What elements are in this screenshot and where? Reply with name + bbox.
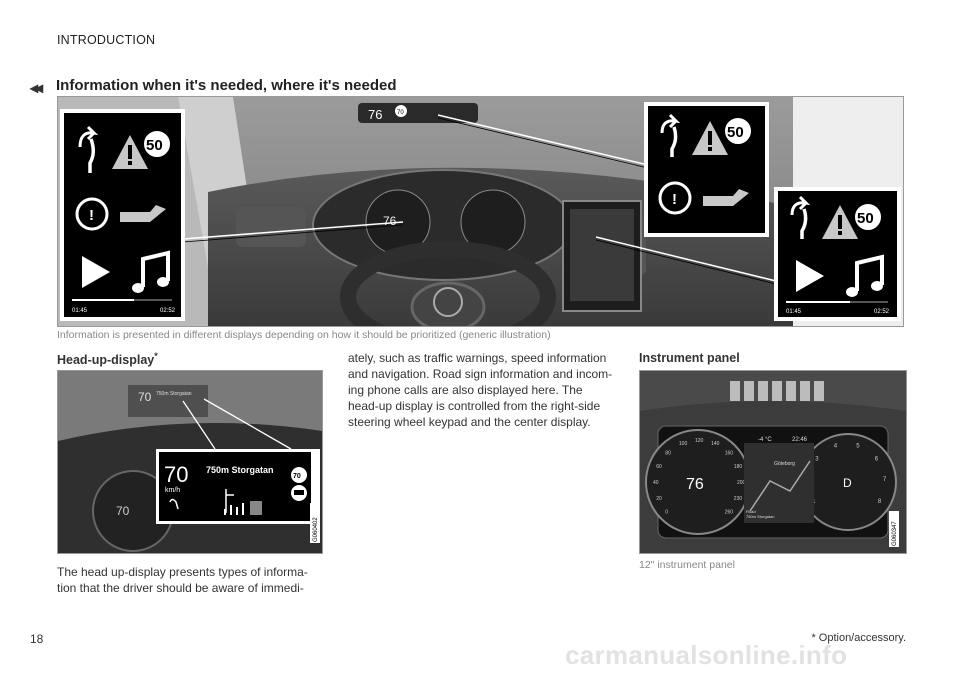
hud-body-text: The head up-display presents types of in… [57, 565, 308, 595]
hud-small-speed: 70 [138, 390, 152, 404]
instrument-image-id: G060347 [892, 521, 898, 546]
brand-logo-icon [433, 287, 463, 317]
instrument-caption: 12" instrument panel [639, 559, 735, 571]
hud-speed-value: 70 [164, 462, 188, 487]
mid-brake-warning-icon [658, 181, 692, 215]
hero-hud-limit: 70 [397, 110, 404, 116]
hero-hud-speed: 76 [368, 107, 382, 122]
speed-tick-label: 20 [656, 496, 662, 502]
rpm-tick-label: 1 [812, 499, 816, 505]
left-time-end: 02:52 [160, 308, 176, 314]
hud-small-street: 750m Storgatan [156, 391, 192, 397]
rpm-tick-label: 5 [856, 444, 860, 450]
hud-speed-limit-sign-icon [291, 467, 307, 483]
speed-tick-label: 120 [695, 438, 704, 444]
rpm-tick-label: 7 [883, 477, 887, 483]
right-limit-value: 50 [857, 210, 874, 227]
mid-oil-can-icon [703, 189, 749, 206]
hud-title-text: Head-up-display [57, 353, 155, 368]
right-play-icon [796, 260, 824, 292]
mid-speed-limit-sign-icon [723, 116, 753, 146]
speed-tick-label: 140 [711, 441, 720, 447]
speed-tick-label: 100 [679, 441, 688, 447]
brake-warning-icon [75, 197, 109, 231]
instrument-temperature: -4 °C [758, 437, 772, 443]
mid-limit-value: 50 [727, 124, 744, 141]
page-heading: Information when it's needed, where it's… [56, 77, 397, 94]
speed-tick-label: 230 [734, 496, 743, 502]
hud-lane-icon [250, 501, 262, 515]
speed-limit-sign-icon [142, 129, 172, 159]
hud-zoom-panel [159, 452, 311, 521]
right-speed-limit-sign-icon [853, 202, 883, 232]
right-time-end: 02:52 [874, 309, 890, 315]
page-number: 18 [30, 632, 44, 646]
right-callout-panel: 50 01:45 02:52 [774, 187, 901, 321]
music-note-icon [141, 250, 170, 287]
rpm-tick-label: 6 [875, 456, 879, 462]
hud-photo: 70 750m Storgatan 70 70 km/h 750m Storga… [57, 370, 323, 554]
instrument-city: Göteborg [774, 461, 795, 467]
speed-tick-label: 0 [665, 510, 668, 516]
instrument-speed: 76 [686, 476, 704, 493]
option-star: * [154, 351, 158, 361]
hud-speed-unit: km/h [165, 487, 180, 494]
right-turn-arrow-icon [790, 195, 811, 216]
hud-image-id: G060402 [313, 517, 319, 542]
play-icon [82, 256, 110, 288]
footnote: * Option/accessory. [811, 632, 906, 644]
hud-section-title: Head-up-display* [57, 351, 158, 367]
svg-text:!: ! [672, 191, 677, 208]
car-interior-illustration: 76 70 76 [58, 97, 903, 326]
right-media-progress-fill [786, 301, 850, 303]
vent-grille [730, 381, 824, 401]
turn-arrow-icon [78, 125, 99, 148]
section-title: INTRODUCTION [57, 33, 156, 47]
hud-exit-icon [169, 498, 179, 510]
hero-cluster-speed: 76 [383, 214, 397, 228]
svg-text:!: ! [89, 207, 94, 224]
left-time-start: 01:45 [72, 308, 88, 314]
instrument-nav-line2: 750m Storgatan [746, 514, 774, 519]
watermark: carmanualsonline.info [565, 640, 848, 670]
rpm-tick-label: 8 [878, 499, 882, 505]
mid-callout-panel: 50 ! [644, 102, 769, 237]
speed-tick-label: 60 [656, 464, 662, 470]
mid-turn-arrow-icon [660, 113, 681, 134]
right-music-note-icon [855, 254, 884, 291]
hud-illustration: 70 750m Storgatan 70 70 km/h 750m Storga… [58, 371, 322, 553]
left-limit-value: 50 [146, 137, 163, 154]
speed-tick-label: 260 [725, 510, 734, 516]
hud-limit-value: 70 [293, 473, 301, 480]
instrument-gear: D [843, 476, 852, 490]
speed-tick-label: 160 [725, 450, 734, 456]
oil-can-icon [120, 205, 166, 222]
media-progress-fill [72, 299, 134, 301]
speed-tick-label: 200 [737, 480, 746, 486]
speed-tick-label: 180 [734, 464, 743, 470]
hud-cluster-speed: 70 [116, 504, 130, 518]
right-time-start: 01:45 [786, 309, 802, 315]
speed-tick-label: 80 [665, 450, 671, 456]
map-route-icon [749, 460, 811, 512]
hero-hud-limit-sign [395, 105, 407, 117]
rpm-tick-label: 3 [815, 456, 819, 462]
speed-tick-label: 40 [653, 480, 659, 486]
hero-caption: Information is presented in different di… [57, 329, 551, 341]
hero-illustration: 76 70 76 [57, 96, 904, 327]
instrument-section-title: Instrument panel [639, 351, 740, 365]
rpm-tick-label: 4 [834, 444, 838, 450]
instrument-time: 22:46 [792, 437, 808, 443]
middle-body-text: ately, such as traffic warnings, speed i… [348, 351, 613, 429]
instrument-map [744, 443, 814, 523]
left-callout-panel: 50 ! 01:45 02:52 [60, 109, 185, 321]
instrument-nav-line1: Road [746, 509, 756, 514]
back-chevrons-icon[interactable]: ◂◂ [30, 80, 43, 97]
hud-street-name: 750m Storgatan [206, 465, 274, 475]
